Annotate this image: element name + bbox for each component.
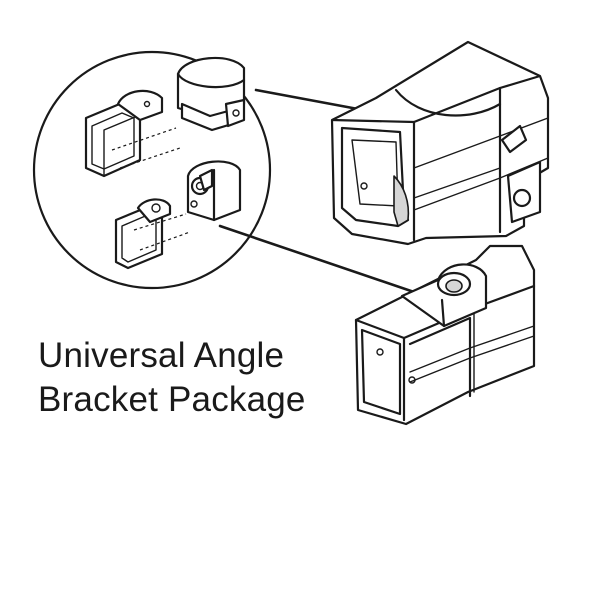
product-title-line-1: Universal Angle (38, 336, 285, 375)
lower-arrows (133, 213, 191, 251)
upper-bracket-part (176, 56, 246, 132)
upper-tube-end-part (84, 89, 164, 178)
leader-line-lower (218, 224, 416, 294)
lower-bracket-part (186, 160, 242, 222)
upper-assembly (330, 40, 550, 246)
product-title-line-2: Bracket Package (38, 380, 306, 419)
product-title: Universal Angle Bracket Package (38, 334, 306, 422)
lower-tube-end-part (114, 198, 172, 270)
detail-circle (32, 50, 272, 290)
upper-arrows (111, 127, 181, 169)
lower-assembly (354, 244, 536, 426)
